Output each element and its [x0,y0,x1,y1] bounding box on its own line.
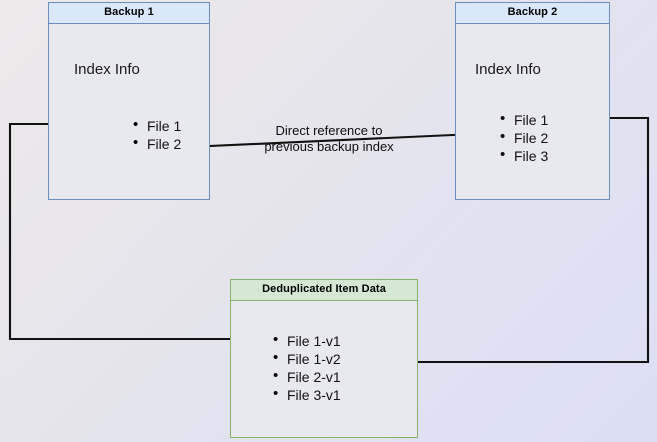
list-item: File 3-v1 [273,385,341,404]
list-item: File 2 [133,134,181,153]
node-backup-1[interactable]: Backup 1 Index Info File 1 File 2 [48,2,210,200]
list-item: File 2 [500,128,548,147]
edge-label-direct-reference: Direct reference to previous backup inde… [249,123,409,155]
backup-1-index-info-label: Index Info [74,61,140,78]
dedup-file-list: File 1-v1 File 1-v2 File 2-v1 File 3-v1 [273,331,341,404]
node-backup-1-header: Backup 1 [49,3,209,24]
node-backup-2-header: Backup 2 [456,3,609,24]
list-item: File 3 [500,146,548,165]
list-item: File 1 [133,116,181,135]
node-deduplicated-item-data-body: File 1-v1 File 1-v2 File 2-v1 File 3-v1 [231,301,417,437]
node-deduplicated-item-data-header: Deduplicated Item Data [231,280,417,301]
node-backup-2-body: Index Info File 1 File 2 File 3 [456,24,609,199]
backup-2-file-list: File 1 File 2 File 3 [500,110,548,165]
list-item: File 2-v1 [273,367,341,386]
backup-2-index-info-label: Index Info [475,61,541,78]
backup-1-file-list: File 1 File 2 [133,116,181,153]
list-item: File 1-v2 [273,349,341,368]
node-backup-2[interactable]: Backup 2 Index Info File 1 File 2 File 3 [455,2,610,200]
edge-label-line-2: previous backup index [264,139,394,154]
edge-label-line-1: Direct reference to [275,123,383,138]
list-item: File 1-v1 [273,331,341,350]
node-backup-1-body: Index Info File 1 File 2 [49,24,209,199]
list-item: File 1 [500,110,548,129]
node-deduplicated-item-data[interactable]: Deduplicated Item Data File 1-v1 File 1-… [230,279,418,438]
